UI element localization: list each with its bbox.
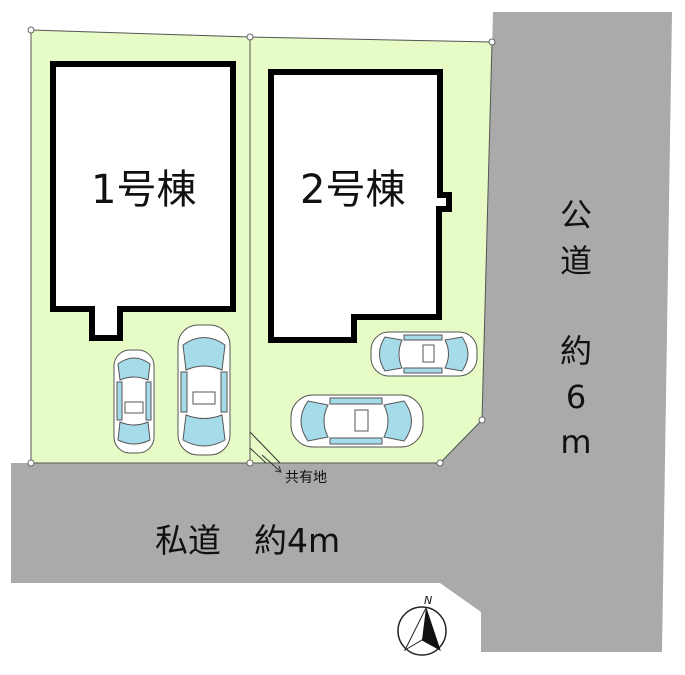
north-compass-icon bbox=[397, 606, 447, 656]
public-road-char-1: 公 bbox=[559, 196, 592, 234]
shared-land-marks bbox=[249, 431, 281, 464]
car-lot2-upper bbox=[370, 331, 478, 377]
car-lot1-right bbox=[177, 324, 231, 456]
car-lot1-left bbox=[113, 349, 155, 454]
public-road bbox=[11, 12, 672, 652]
shared-land-arrow bbox=[261, 454, 282, 473]
private-road-label: 私道 約4m bbox=[155, 521, 341, 560]
building-2-label: 2号棟 bbox=[300, 167, 406, 213]
public-road-char-3: 約 bbox=[559, 332, 592, 370]
building-1-outline bbox=[50, 61, 236, 341]
public-road-char-2: 道 bbox=[559, 242, 592, 280]
shared-land-label: 共有地 bbox=[285, 470, 327, 486]
north-label: N bbox=[424, 594, 433, 607]
car-lot2-lower bbox=[290, 394, 424, 448]
public-road-char-5: m bbox=[560, 423, 592, 461]
boundary-markers bbox=[27, 26, 496, 467]
building-2-outline bbox=[268, 69, 452, 343]
building-1-label: 1号棟 bbox=[91, 167, 197, 213]
public-road-char-4: 6 bbox=[565, 378, 587, 416]
